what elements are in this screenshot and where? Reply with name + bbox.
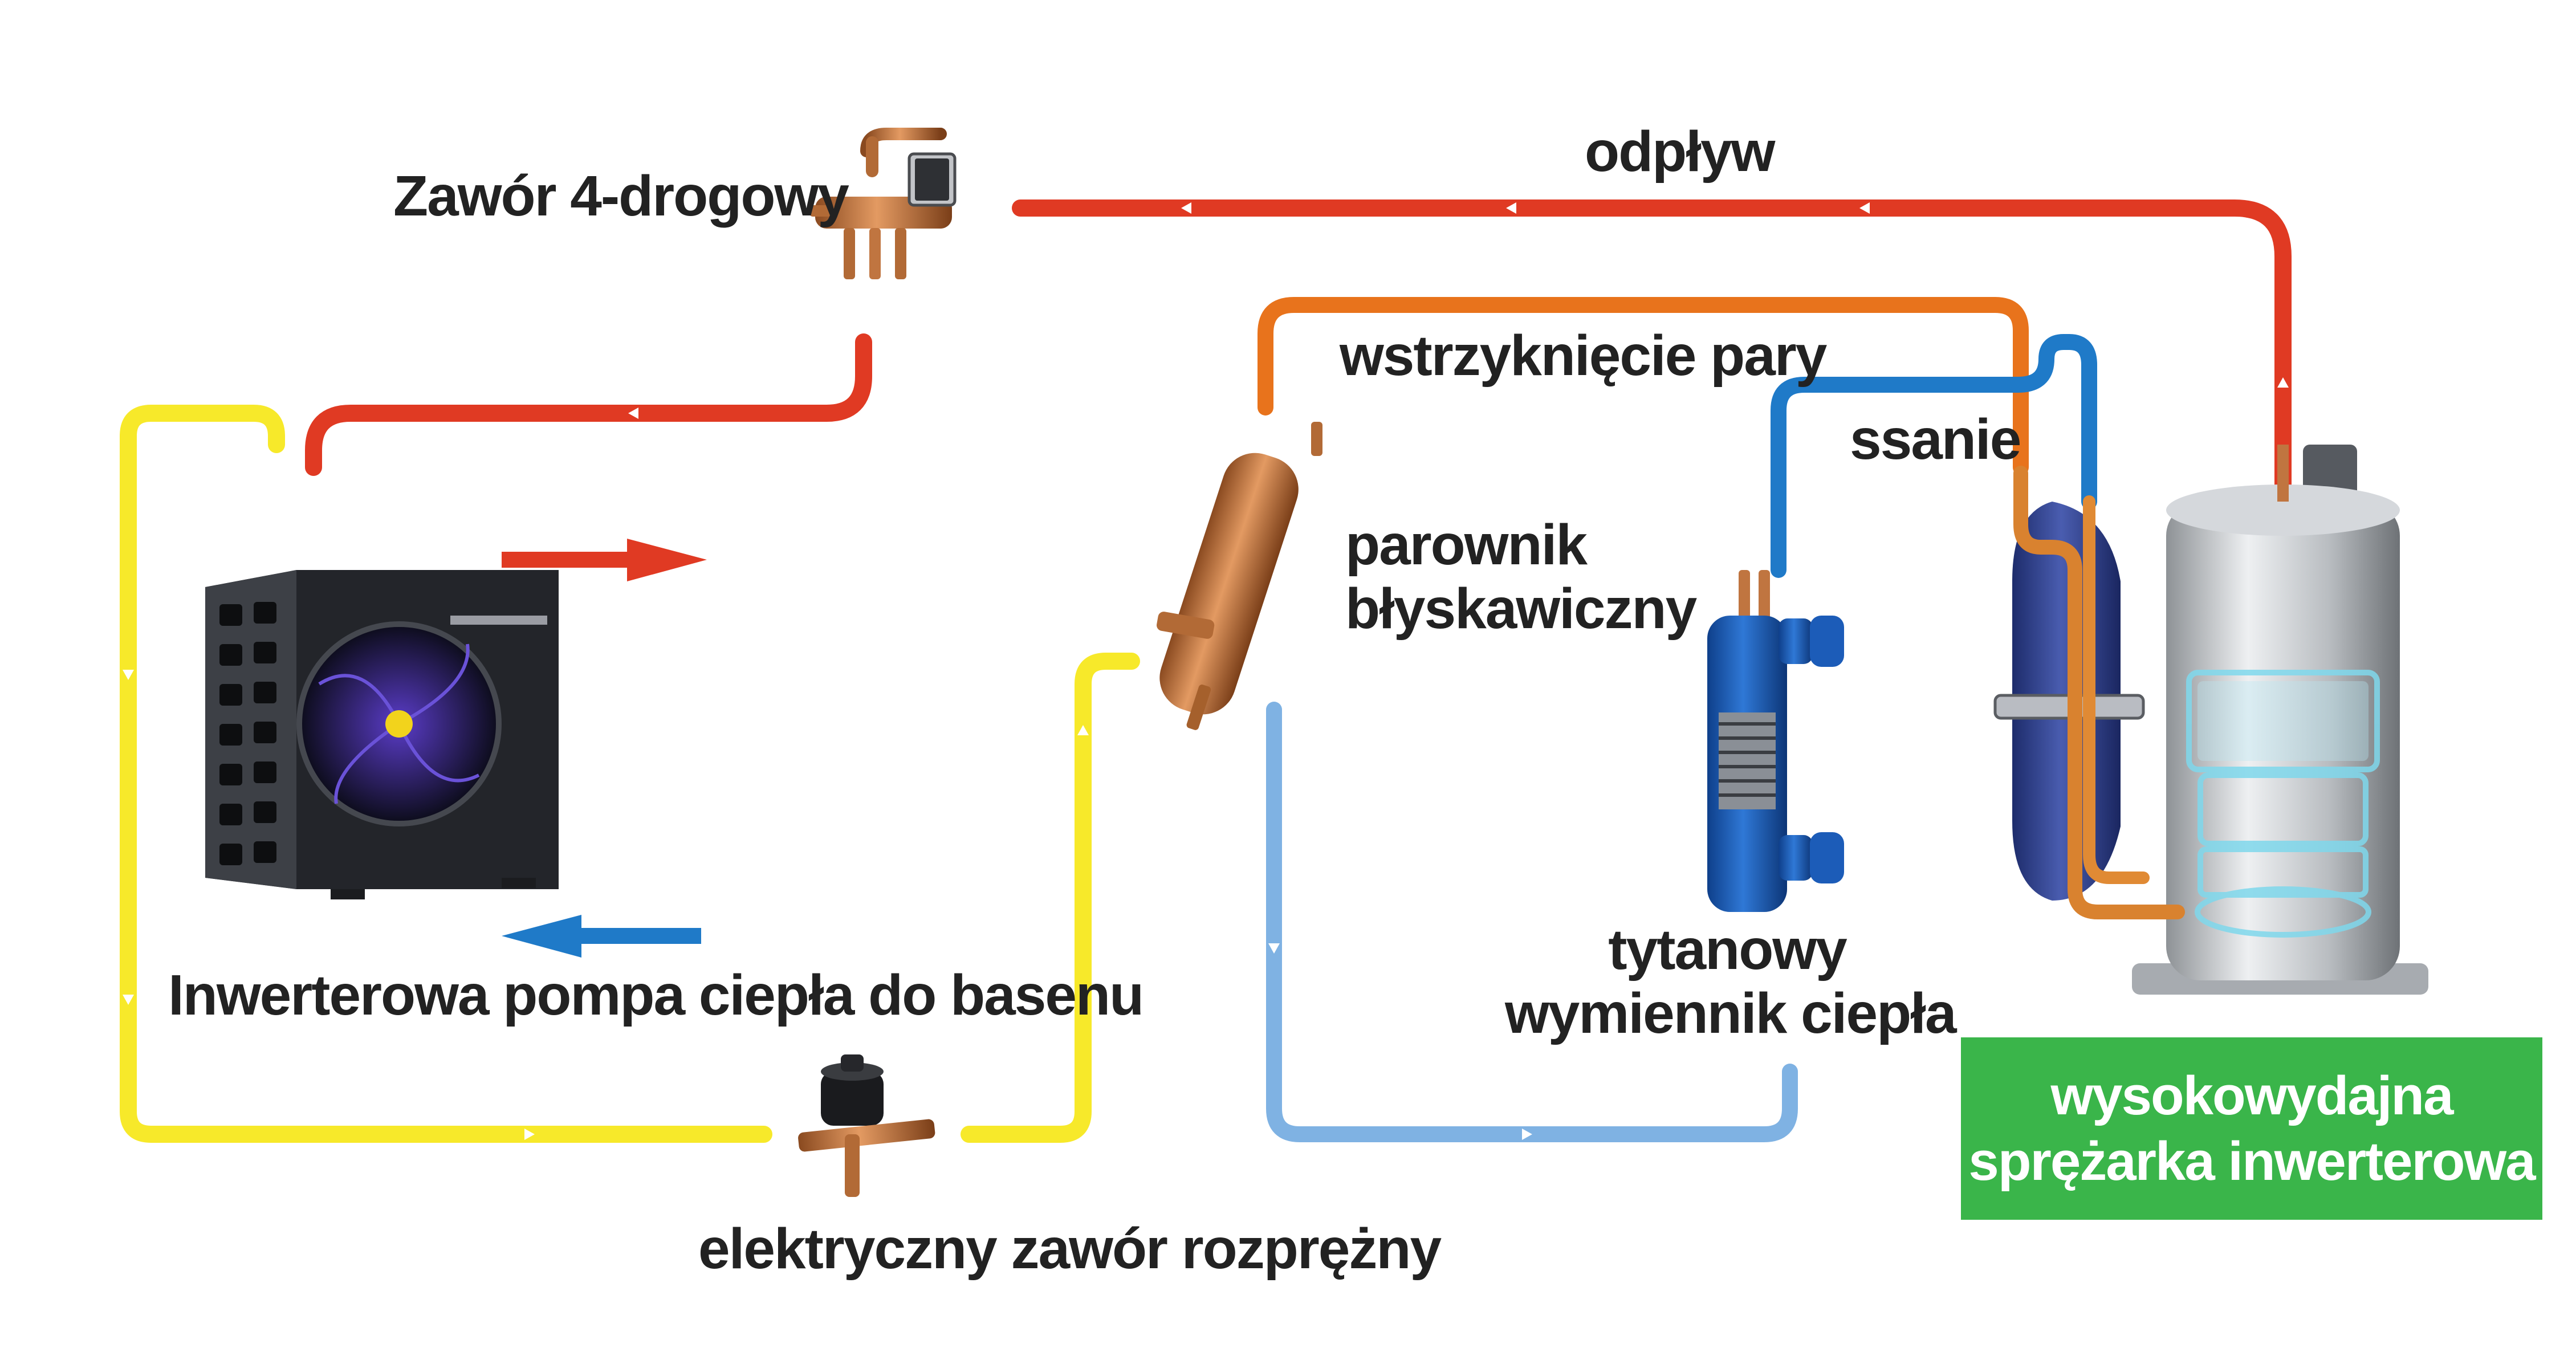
titanium-heat-exchanger-label-line1: tytanowy bbox=[1608, 918, 1847, 982]
hot-water-out-arrow-icon bbox=[502, 539, 707, 581]
flash-evaporator-label: parownik błyskawiczny bbox=[1345, 513, 1697, 641]
heat-pump-unit-icon bbox=[205, 570, 559, 899]
four-way-valve-label: Zawór 4-drogowy bbox=[393, 164, 849, 228]
expansion-valve-icon bbox=[798, 1054, 935, 1197]
flash-evaporator-label-line2: błyskawiczny bbox=[1345, 577, 1697, 641]
four-way-valve-icon bbox=[809, 128, 957, 279]
vapor-injection-pipe bbox=[1258, 297, 2029, 475]
discharge-label: odpływ bbox=[1585, 120, 1775, 184]
hot-discharge-pipe bbox=[305, 199, 2292, 507]
expansion-valve-label: elektryczny zawór rozprężny bbox=[698, 1217, 1442, 1281]
liquid-line-pipe bbox=[120, 405, 1140, 1143]
titanium-heat-exchanger-label-line2: wymiennik ciepła bbox=[1505, 982, 1957, 1045]
flash-evaporator-label-line1: parownik bbox=[1345, 513, 1588, 577]
titanium-heat-exchanger-label: tytanowy wymiennik ciepła bbox=[1505, 918, 1957, 1045]
compressor-badge-line1: wysokowydajna bbox=[2050, 1065, 2454, 1126]
suction-pipe bbox=[1771, 334, 2097, 578]
flow-arrow-markers bbox=[123, 202, 2289, 1140]
compressor-icon bbox=[1993, 445, 2428, 995]
heat-pump-label: Inwerterowa pompa ciepła do basenu bbox=[168, 963, 1144, 1027]
compressor-badge-line2: sprężarka inwerterowa bbox=[1968, 1131, 2536, 1192]
flash-tank-icon bbox=[1157, 422, 1322, 730]
vapor-injection-label: wstrzyknięcie pary bbox=[1340, 324, 1827, 388]
titanium-heat-exchanger-icon bbox=[1707, 570, 1844, 912]
cold-water-in-arrow-icon bbox=[502, 915, 701, 958]
suction-label: ssanie bbox=[1850, 408, 2021, 471]
compressor-badge: wysokowydajna sprężarka inwerterowa bbox=[1961, 1037, 2542, 1220]
